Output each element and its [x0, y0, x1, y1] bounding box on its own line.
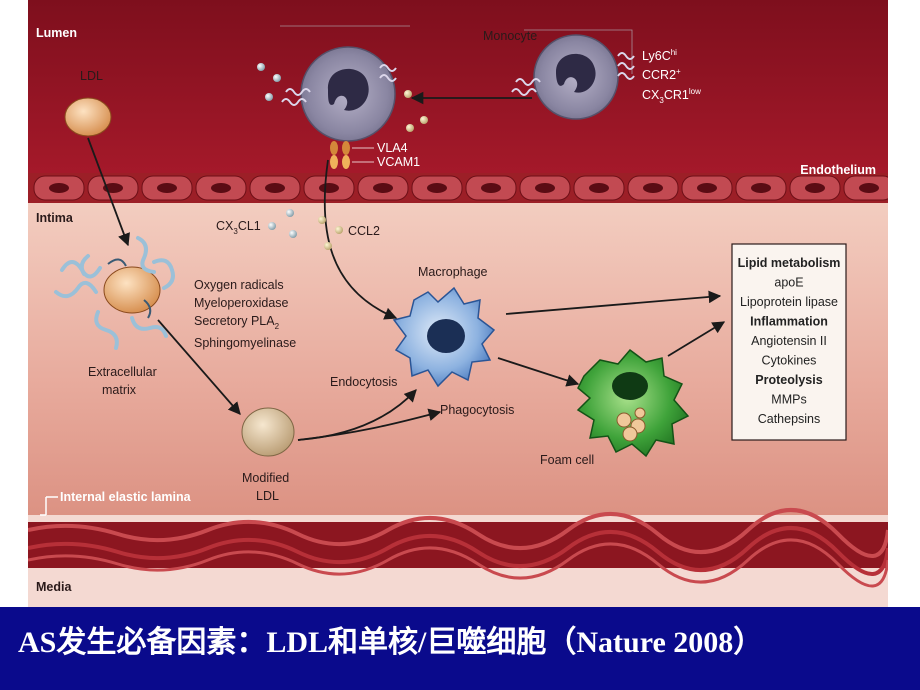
oxidant-myeloperoxidase: Myeloperoxidase: [194, 296, 289, 310]
endothelial-nucleus: [319, 183, 339, 193]
monocyte-cell: [511, 34, 635, 120]
modified-ldl-label-1: Modified: [242, 471, 289, 485]
outcome-category: Proteolysis: [755, 373, 822, 387]
endothelial-nucleus: [157, 183, 177, 193]
media-label: Media: [36, 580, 72, 594]
chemokine-dots-lumen: [257, 63, 428, 132]
endothelial-nucleus: [697, 183, 717, 193]
macrophage-cell: [392, 286, 496, 388]
outcome-item: Cathepsins: [758, 412, 821, 426]
endothelial-nucleus: [535, 183, 555, 193]
phagocytosis-label: Phagocytosis: [440, 403, 514, 417]
atherosclerosis-diagram: Lumen Endothelium Intima Internal elasti…: [27, 0, 895, 607]
endothelial-nucleus: [589, 183, 609, 193]
cx3cr1-label: CX3CR1low: [642, 87, 701, 105]
adherent-monocyte-cell: [281, 46, 397, 142]
endocytosis-label: Endocytosis: [330, 375, 397, 389]
slide-caption: AS发生必备因素：LDL和单核/巨噬细胞（Nature 2008）: [18, 626, 764, 659]
outcome-item: MMPs: [771, 393, 806, 407]
outcome-category: Lipid metabolism: [738, 256, 841, 270]
cx3cl1-label: CX3CL1: [216, 219, 261, 236]
foam-cell-label: Foam cell: [540, 453, 594, 467]
monocyte-label: Monocyte: [483, 29, 537, 43]
extracellular-matrix-label-1: Extracellular: [88, 365, 157, 379]
internal-elastic-lamina-label: Internal elastic lamina: [60, 490, 192, 504]
macrophage-label: Macrophage: [418, 265, 488, 279]
endothelium-label: Endothelium: [800, 163, 876, 177]
outcome-item: apoE: [774, 276, 803, 290]
endothelial-nucleus: [481, 183, 501, 193]
oxidant-oxygen-radicals: Oxygen radicals: [194, 278, 284, 292]
vla4-label: VLA4: [377, 141, 408, 155]
media-layer: [27, 508, 890, 607]
lumen-region: [28, 0, 888, 175]
endothelial-nucleus: [49, 183, 69, 193]
extracellular-matrix: [54, 236, 175, 350]
vla4-vcam1-adhesion: [330, 141, 374, 169]
endothelial-nucleus: [373, 183, 393, 193]
vcam1-label: VCAM1: [377, 155, 420, 169]
modified-ldl-particle: [241, 407, 295, 457]
oxidant-sphingomyelinase: Sphingomyelinase: [194, 336, 296, 350]
ccr2-label: CCR2+: [642, 67, 681, 82]
endothelial-nucleus: [859, 183, 879, 193]
endothelial-nucleus: [211, 183, 231, 193]
internal-elastic-lamina-marker: [40, 496, 58, 516]
chemokine-dots-intima: [268, 209, 343, 250]
endothelial-nucleus: [643, 183, 663, 193]
endothelial-nucleus: [751, 183, 771, 193]
outcome-category: Inflammation: [750, 315, 828, 329]
outcome-item: Angiotensin II: [751, 334, 827, 348]
modified-ldl-label-2: LDL: [256, 489, 279, 503]
endothelial-nucleus: [805, 183, 825, 193]
oxidant-secretory-pla2: Secretory PLA2: [194, 314, 280, 331]
caption-bar: AS发生必备因素：LDL和单核/巨噬细胞（Nature 2008）: [0, 607, 920, 690]
extracellular-matrix-label-2: matrix: [102, 383, 137, 397]
ldl-particle: [64, 97, 112, 137]
endothelial-nucleus: [265, 183, 285, 193]
foam-cell: [576, 348, 690, 458]
ldl-label: LDL: [80, 69, 103, 83]
endothelial-nucleus: [427, 183, 447, 193]
endothelium-layer: [28, 173, 895, 203]
lumen-label: Lumen: [36, 26, 77, 40]
ccl2-label: CCL2: [348, 224, 380, 238]
intima-label: Intima: [36, 211, 74, 225]
outcome-item: Lipoprotein lipase: [740, 295, 838, 309]
outcome-box: Lipid metabolism apoE Lipoprotein lipaseIn…: [731, 243, 847, 441]
ly6c-label: Ly6Chi: [642, 48, 677, 63]
outcome-item: Cytokines: [762, 354, 817, 368]
